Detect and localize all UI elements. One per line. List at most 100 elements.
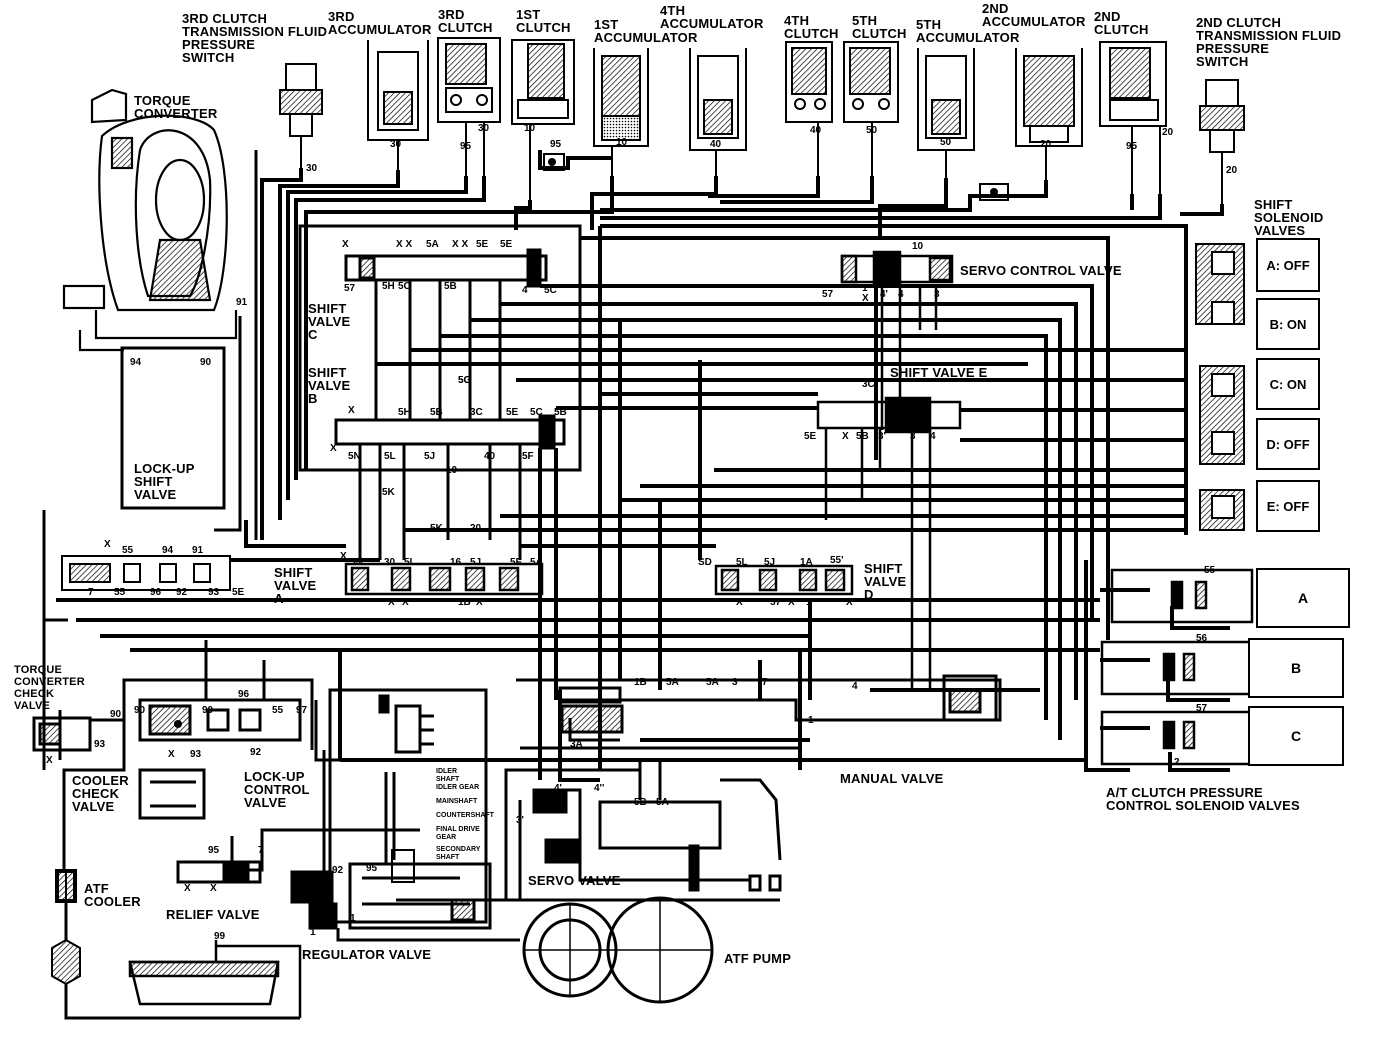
top-fluid-lines — [260, 150, 1224, 540]
port-label: 7 — [762, 677, 768, 688]
accumulator-3rd — [367, 40, 429, 170]
port-label: 1 — [806, 597, 812, 608]
label-final-drive-gear: FINAL DRIVE GEAR — [436, 826, 480, 841]
port-label: X — [168, 749, 175, 760]
pressure-switch-2nd — [1199, 79, 1245, 204]
port-label: 20 — [470, 523, 482, 534]
accumulator-4th — [689, 48, 747, 176]
port-label: 3 — [934, 289, 940, 300]
port-label: 5J — [470, 557, 482, 568]
shift-solenoid-c: C: ON — [1256, 358, 1320, 410]
accumulator-5th — [917, 48, 975, 178]
mid-fluid-lines — [56, 224, 1230, 780]
label-1st-accumulator: 1ST ACCUMULATOR — [594, 17, 698, 45]
port-label: 5B — [856, 431, 869, 442]
port-label: 5B — [444, 281, 457, 292]
port-label: 96 — [238, 689, 250, 700]
clutch-5th — [843, 41, 899, 176]
torque-converter — [62, 88, 238, 352]
port-label: 90 — [202, 705, 214, 716]
port-label: 90 — [200, 357, 212, 368]
port-label: 40 — [810, 125, 822, 136]
port-label: 1 — [310, 927, 316, 938]
port-label: 5A — [426, 239, 439, 250]
port-label: 5A — [706, 677, 719, 688]
label-5th-accumulator: 5TH ACCUMULATOR — [916, 17, 1020, 45]
regulator-valve — [290, 688, 640, 942]
port-label: X — [846, 597, 853, 608]
port-label: 94 — [162, 545, 174, 556]
port-label: X — [184, 883, 191, 894]
label-idler-shaft: IDLER SHAFT — [436, 768, 460, 783]
port-label: 16 — [450, 557, 462, 568]
port-label: 1 — [808, 715, 814, 726]
clutch-3rd — [437, 37, 501, 176]
clutch-2nd — [1099, 41, 1167, 194]
port-label: 50 — [940, 137, 952, 148]
label-3rd-accumulator: 3RD ACCUMULATOR — [328, 9, 432, 37]
port-label: 4 — [852, 681, 858, 692]
shift-solenoid-d: D: OFF — [1256, 418, 1320, 470]
port-label: 5A — [666, 677, 679, 688]
port-label: 5J — [424, 451, 436, 462]
port-label: 1 — [350, 913, 356, 924]
port-label: 50 — [866, 125, 878, 136]
port-label: 97 — [296, 705, 308, 716]
port-label: 3' — [878, 431, 886, 442]
label-cpc-solenoid-valves: A/T CLUTCH PRESSURE CONTROL SOLENOID VAL… — [1106, 785, 1300, 813]
port-label: 20 — [1162, 127, 1174, 138]
shift-solenoid-e: E: OFF — [1256, 480, 1320, 532]
port-label: X — [402, 597, 409, 608]
port-label: 10 — [616, 137, 628, 148]
port-label: 4 — [930, 431, 936, 442]
port-label: 1B — [634, 677, 647, 688]
port-label: 5K — [382, 487, 395, 498]
port-label: 5E — [476, 239, 489, 250]
port-label: 7 — [88, 587, 94, 598]
port-label: 5L — [404, 557, 416, 568]
label-3rd-clutch-pressure-switch: 3RD CLUTCH TRANSMISSION FLUID PRESSURE S… — [182, 11, 328, 65]
port-label: 90 — [110, 709, 122, 720]
port-label: 3 — [910, 431, 916, 442]
label-shift-valve-c: SHIFT VALVE C — [308, 301, 351, 342]
port-label: 92 — [250, 747, 262, 758]
label-tc-check-valve: TORQUE CONVERTER CHECK VALVE — [14, 664, 85, 712]
label-shift-valve-e: SHIFT VALVE E — [890, 365, 988, 380]
port-label: 5H — [382, 281, 395, 292]
lockup-shift-spool — [61, 555, 231, 591]
port-label: 5E — [506, 407, 519, 418]
port-label: 94 — [130, 357, 142, 368]
port-label: 95 — [1126, 141, 1138, 152]
port-label: 3C — [470, 407, 483, 418]
shift-solenoid-cluster — [1195, 243, 1245, 531]
port-label: 5A — [656, 797, 669, 808]
port-label: 4' — [554, 783, 562, 794]
port-label: 55 — [272, 705, 284, 716]
label-lockup-control-valve: LOCK-UP CONTROL VALVE — [244, 769, 310, 810]
port-label: SD — [698, 557, 712, 568]
shift-valve-a-body — [344, 562, 544, 596]
port-label: 99 — [214, 931, 226, 942]
label-torque-converter: TORQUE CONVERTER — [134, 93, 218, 121]
cpc-solenoid-b: B — [1248, 638, 1344, 698]
label-atf-pump: ATF PUMP — [724, 951, 792, 966]
servo-control-valve — [840, 250, 954, 430]
port-label: X X — [396, 239, 413, 250]
cpc-solenoid-a: A — [1256, 568, 1350, 628]
label-2nd-clutch-pressure-switch: 2ND CLUTCH TRANSMISSION FLUID PRESSURE S… — [1196, 15, 1342, 69]
cpc-solenoid-c: C — [1248, 706, 1344, 766]
port-label: 5L — [736, 557, 748, 568]
port-label: 90 — [134, 705, 146, 716]
port-label: 95 — [460, 141, 472, 152]
port-label: 93 — [190, 749, 202, 760]
port-label: 30 — [306, 163, 318, 174]
label-2nd-accumulator: 2ND ACCUMULATOR — [982, 1, 1086, 29]
port-label: 2 — [1174, 757, 1180, 768]
port-label: 5E — [804, 431, 817, 442]
port-label: 57 — [344, 283, 356, 294]
port-label: X X — [452, 239, 469, 250]
port-label: 5C — [544, 285, 557, 296]
pressure-switch-3rd — [279, 63, 323, 168]
port-label: 5E — [232, 587, 245, 598]
port-label: 5N — [350, 557, 363, 568]
